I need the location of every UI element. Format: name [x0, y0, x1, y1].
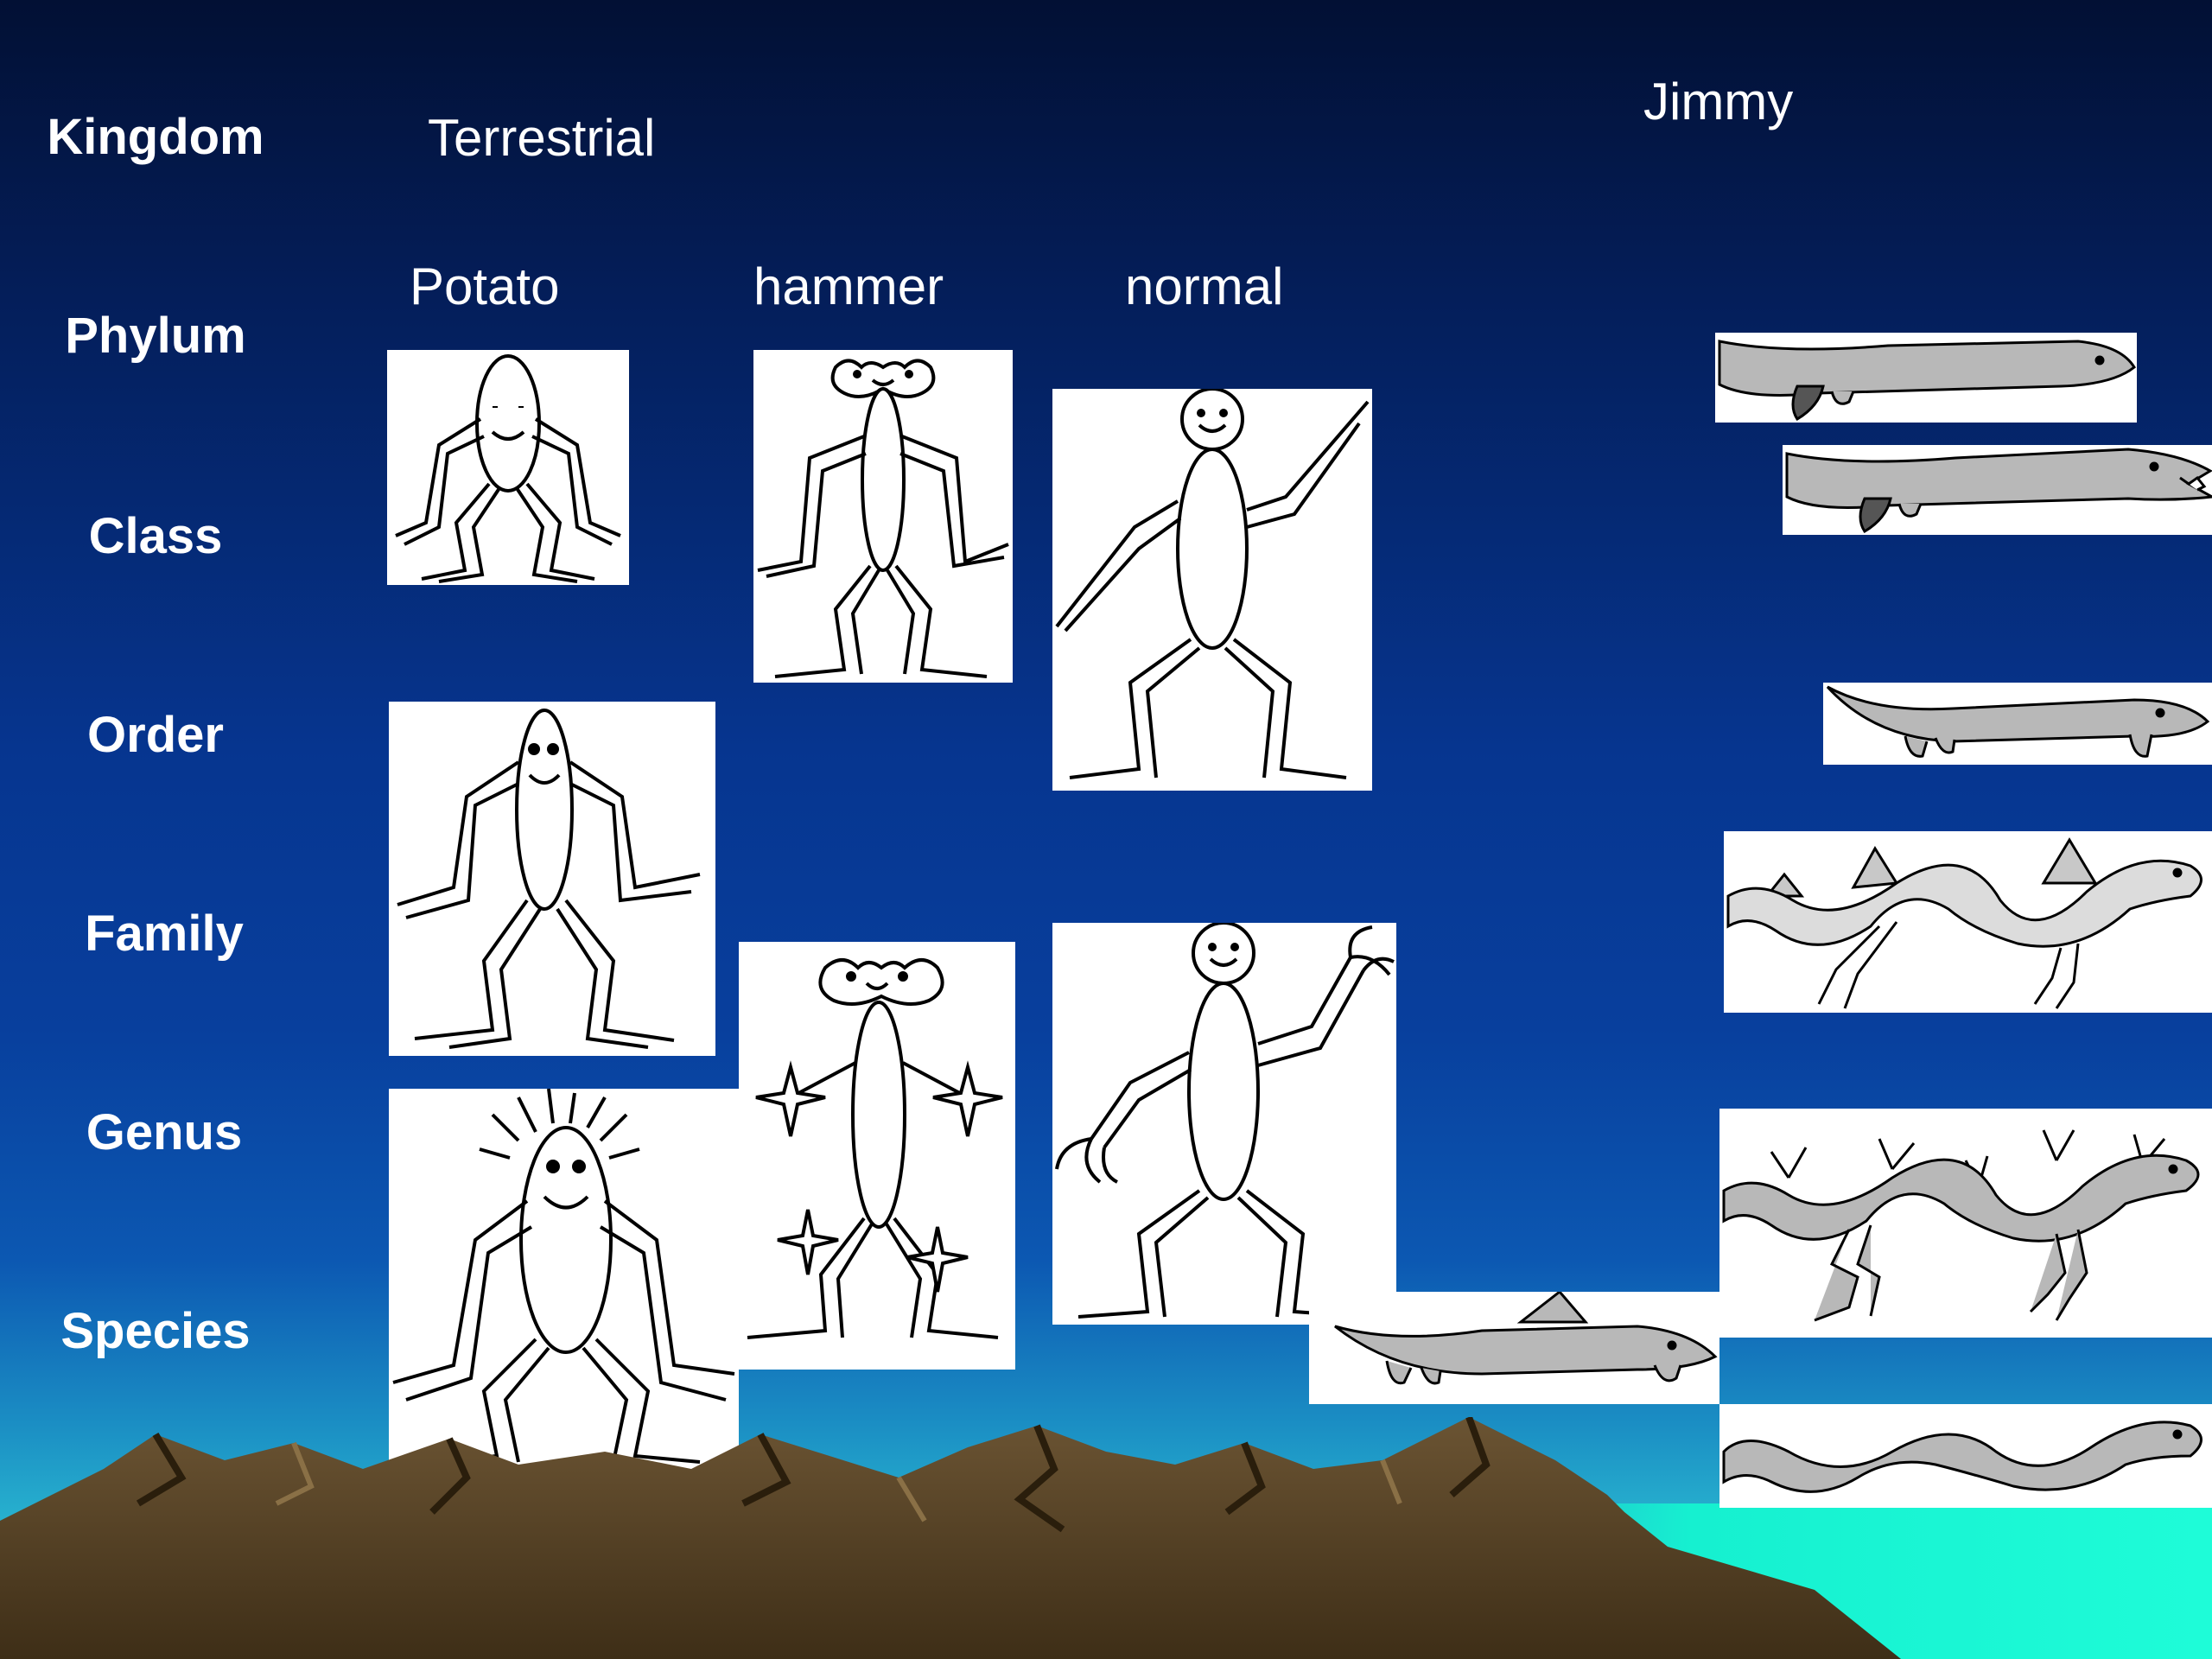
rank-family: Family [85, 906, 244, 962]
jimmy-creature-genus [1719, 1109, 2212, 1338]
phylum-normal: normal [1125, 257, 1284, 315]
hammer-creature-phylum [753, 350, 1013, 683]
rank-kingdom: Kingdom [47, 109, 264, 165]
jimmy-creature-phylum [1715, 333, 2137, 423]
normal-creature-class [1052, 389, 1372, 791]
potato-creature-order [389, 702, 715, 1056]
mountains [0, 1417, 1901, 1659]
potato-creature-phylum [387, 350, 629, 585]
normal-creature-family [1052, 923, 1396, 1325]
rank-species: Species [60, 1303, 251, 1359]
hammer-creature-family [739, 942, 1015, 1370]
jimmy-creature-family [1724, 831, 2212, 1013]
rank-order: Order [87, 707, 224, 763]
phylum-hammer: hammer [753, 257, 944, 315]
group-jimmy: Jimmy [1643, 73, 1794, 130]
rank-class: Class [88, 508, 223, 564]
rank-phylum: Phylum [65, 308, 246, 364]
group-terrestrial: Terrestrial [428, 109, 656, 167]
jimmy-creature-order [1823, 683, 2212, 765]
potato-creature-genus [389, 1089, 739, 1469]
rank-genus: Genus [86, 1104, 243, 1160]
jimmy-creature-species-eel [1719, 1404, 2212, 1508]
jimmy-creature-class [1783, 445, 2212, 535]
phylum-potato: Potato [410, 257, 560, 315]
jimmy-creature-species-shark [1309, 1292, 1719, 1404]
